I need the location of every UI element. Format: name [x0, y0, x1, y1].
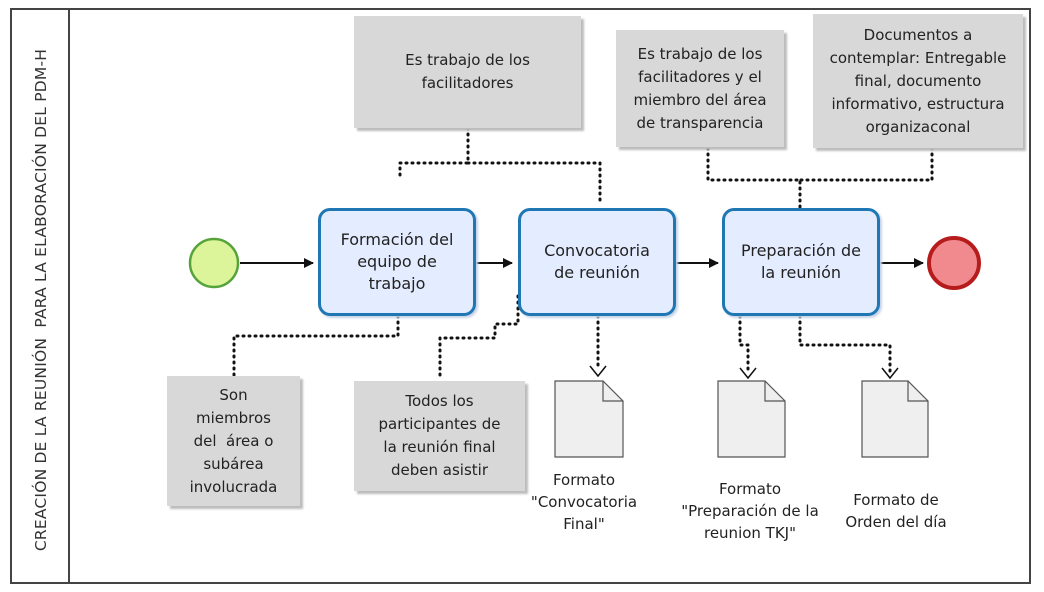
association-doc3 — [798, 314, 892, 374]
document-label-orden-dia: Formato de Orden del día — [845, 491, 947, 531]
association-arrowhead-doc1 — [589, 365, 607, 378]
document-icon-convocatoria — [554, 380, 624, 458]
document-fold-preparacion — [764, 381, 785, 402]
note-participantes-asistir: Todos los participantes de la reunión fi… — [354, 381, 525, 491]
task-preparacion-reunion[interactable]: Preparación de la reunión — [722, 208, 880, 316]
note-facilitadores-transparencia: Es trabajo de los facilitadores y el mie… — [616, 30, 784, 147]
association-arrowhead-doc2 — [739, 367, 757, 380]
diagram-frame — [10, 8, 1031, 584]
task-formacion-equipo[interactable]: Formación del equipo de trabajo — [318, 208, 476, 316]
document-label-preparacion: Formato "Preparación de la reunion TKJ" — [681, 480, 819, 542]
document-fold-orden-dia — [907, 381, 928, 402]
note-trabajo-facilitadores: Es trabajo de los facilitadores — [354, 16, 581, 128]
document-icon-orden-dia — [861, 380, 929, 458]
start-event — [188, 237, 240, 289]
note-documentos-contemplar: Documentos a contemplar: Entregable fina… — [813, 14, 1023, 148]
association-note1 — [398, 126, 602, 207]
association-doc2 — [738, 314, 750, 374]
association-note3 — [798, 146, 934, 182]
note-miembros-area: Son miembros del área o subárea involucr… — [167, 376, 300, 506]
association-arrowhead-doc3 — [881, 367, 899, 380]
end-event — [927, 236, 981, 290]
association-note5 — [438, 294, 520, 382]
document-label-convocatoria: Formato "Convocatoria Final" — [530, 471, 638, 533]
lane-divider — [68, 8, 70, 584]
document-fold-convocatoria — [602, 381, 623, 402]
task-convocatoria-reunion[interactable]: Convocatoria de reunión — [518, 208, 676, 316]
document-icon-preparacion — [717, 380, 786, 458]
association-note4 — [232, 314, 400, 377]
association-note2 — [706, 146, 802, 210]
